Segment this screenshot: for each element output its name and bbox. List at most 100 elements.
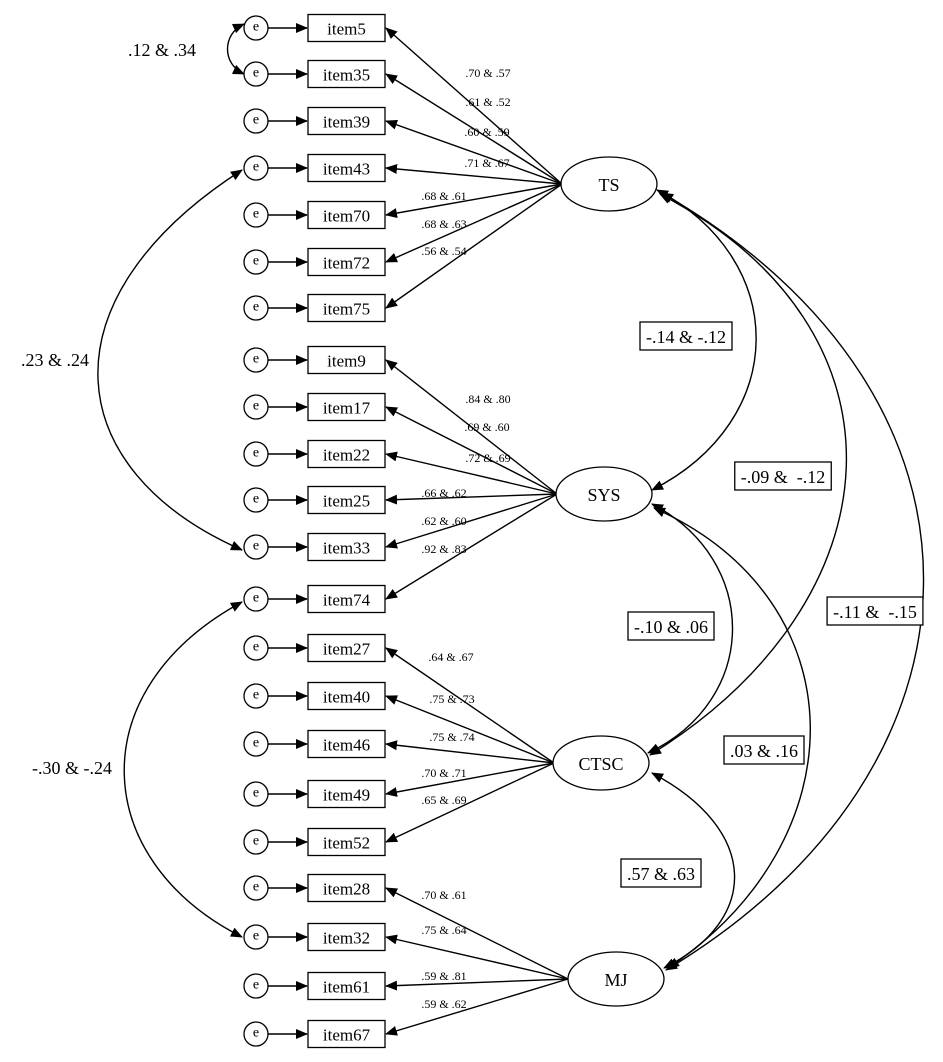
error-symbol: e xyxy=(253,591,259,606)
loading-arrow xyxy=(385,451,558,495)
error-covariance-arrow xyxy=(97,169,243,551)
error-term: e xyxy=(243,829,269,855)
error-symbol: e xyxy=(253,160,259,175)
item-label: item22 xyxy=(323,446,370,465)
error-term: e xyxy=(243,731,269,757)
factor-correlation-label: -.09 & -.12 xyxy=(741,467,826,487)
loading-arrow xyxy=(385,762,555,843)
loading-label: .92 & .83 xyxy=(421,542,466,556)
loading-arrow xyxy=(385,978,569,1036)
loading-label: .65 & .69 xyxy=(421,793,466,807)
error-term: e xyxy=(243,155,269,181)
factor-correlation-label-box: -.10 & .06 xyxy=(627,611,715,641)
error-term: e xyxy=(243,534,269,560)
error-symbol: e xyxy=(253,539,259,554)
item-label: item9 xyxy=(327,352,366,371)
item-label: item61 xyxy=(323,978,370,997)
error-covariance-label: .12 & .34 xyxy=(128,40,196,60)
error-term: e xyxy=(243,781,269,807)
factor-correlation-label: -.10 & .06 xyxy=(634,617,708,637)
item-label: item70 xyxy=(323,207,370,226)
factor-correlation-label-box: .57 & .63 xyxy=(620,858,702,888)
error-symbol: e xyxy=(253,446,259,461)
factor-correlation-label: -.14 & -.12 xyxy=(646,327,726,347)
item-item61: item61 xyxy=(307,971,386,1001)
factor-correlation-label-box: .03 & .16 xyxy=(723,735,805,765)
factor-label: SYS xyxy=(587,485,620,505)
error-term: e xyxy=(243,441,269,467)
loading-arrow xyxy=(385,27,563,185)
loading-label: .75 & .64 xyxy=(421,923,466,937)
loading-arrow xyxy=(385,934,569,980)
factor-sys: SYS xyxy=(555,466,653,522)
item-item27: item27 xyxy=(307,633,386,663)
error-symbol: e xyxy=(253,786,259,801)
error-symbol: e xyxy=(253,492,259,507)
item-label: item27 xyxy=(323,640,371,659)
loading-label: .70 & .71 xyxy=(421,766,466,780)
loading-label: .75 & .73 xyxy=(429,692,474,706)
error-term: e xyxy=(243,61,269,87)
factor-correlation-arrow xyxy=(651,772,736,969)
loading-arrow xyxy=(385,183,563,219)
item-item9: item9 xyxy=(307,345,386,375)
item-item74: item74 xyxy=(307,584,386,614)
error-symbol: e xyxy=(253,1026,259,1041)
error-covariance-label: -.30 & -.24 xyxy=(32,758,112,778)
loading-arrow xyxy=(385,887,569,980)
loading-label: .70 & .61 xyxy=(421,888,466,902)
error-symbol: e xyxy=(253,254,259,269)
loading-label: .60 & .59 xyxy=(464,125,509,139)
error-term: e xyxy=(243,347,269,373)
item-label: item43 xyxy=(323,160,370,179)
item-label: item25 xyxy=(323,492,370,511)
loading-arrow xyxy=(385,762,555,797)
error-covariance-arrow xyxy=(227,23,245,75)
loading-label: .70 & .57 xyxy=(465,66,510,80)
error-symbol: e xyxy=(253,300,259,315)
loading-arrow xyxy=(385,493,558,600)
item-label: item75 xyxy=(323,300,370,319)
factor-correlation-label-box: -.14 & -.12 xyxy=(639,321,733,351)
item-label: item46 xyxy=(323,736,370,755)
error-symbol: e xyxy=(253,66,259,81)
factor-correlation-label-box: -.11 & -.15 xyxy=(826,596,924,626)
loading-label: .72 & .69 xyxy=(465,451,510,465)
loading-label: .69 & .60 xyxy=(464,420,509,434)
item-item22: item22 xyxy=(307,439,386,469)
factor-correlation-label: .03 & .16 xyxy=(730,741,798,761)
loading-label: .56 & .54 xyxy=(421,244,466,258)
item-label: item32 xyxy=(323,929,370,948)
loading-arrow xyxy=(385,493,558,505)
loading-label: .75 & .74 xyxy=(429,730,474,744)
item-item39: item39 xyxy=(307,106,386,136)
loading-arrow xyxy=(385,164,563,185)
error-symbol: e xyxy=(253,352,259,367)
factor-label: TS xyxy=(598,175,619,195)
error-term: e xyxy=(243,635,269,661)
factor-correlation-label-box: -.09 & -.12 xyxy=(734,461,832,491)
item-label: item67 xyxy=(323,1026,371,1045)
item-label: item17 xyxy=(323,399,371,418)
item-label: item40 xyxy=(323,688,370,707)
loading-arrow xyxy=(385,183,563,263)
item-item46: item46 xyxy=(307,729,386,759)
loading-arrow xyxy=(385,647,555,764)
error-covariance-arrow xyxy=(123,601,243,938)
error-symbol: e xyxy=(253,207,259,222)
factor-correlation-arrow xyxy=(647,503,734,754)
item-label: item35 xyxy=(323,66,370,85)
loading-label: .68 & .63 xyxy=(421,217,466,231)
loading-label: .62 & .60 xyxy=(421,514,466,528)
loading-arrow xyxy=(385,406,558,495)
item-item25: item25 xyxy=(307,485,386,515)
error-symbol: e xyxy=(253,736,259,751)
loading-arrow xyxy=(385,183,563,309)
loading-label: .64 & .67 xyxy=(428,650,473,664)
item-item67: item67 xyxy=(307,1019,386,1049)
loading-label: .66 & .62 xyxy=(421,486,466,500)
error-term: e xyxy=(243,487,269,513)
item-item75: item75 xyxy=(307,293,386,323)
loading-label: .71 & .67 xyxy=(464,156,509,170)
